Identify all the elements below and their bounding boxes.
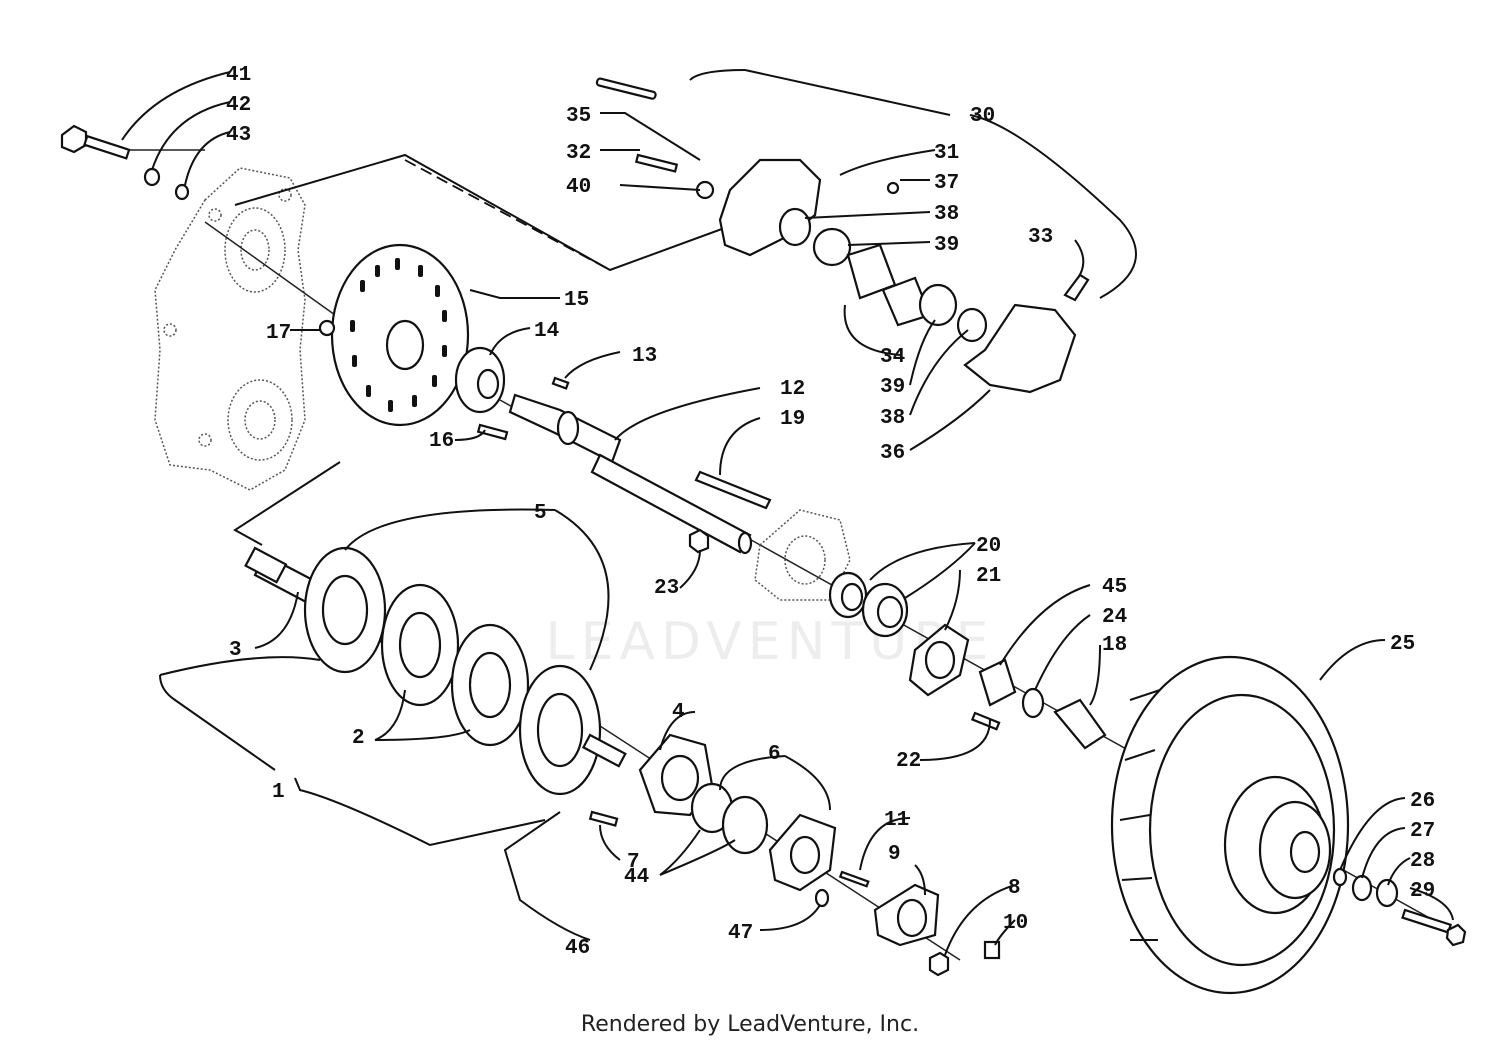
- callout-44: 44: [624, 866, 649, 889]
- callout-35: 35: [566, 105, 591, 128]
- splined-shaft: [508, 376, 622, 464]
- callout-33: 33: [1028, 226, 1053, 249]
- callout-45: 45: [1102, 576, 1127, 599]
- footer-credit: Rendered by LeadVenture, Inc.: [580, 1012, 920, 1037]
- callout-46: 46: [565, 937, 590, 960]
- callout-6: 6: [768, 743, 781, 766]
- callout-32: 32: [566, 142, 591, 165]
- alignment-dashed-lines: [233, 153, 761, 546]
- callout-12: 12: [780, 378, 805, 401]
- callout-47: 47: [728, 922, 753, 945]
- callout-5: 5: [534, 502, 547, 525]
- callout-28: 28: [1410, 850, 1435, 873]
- flange-21: [908, 623, 1001, 731]
- callout-21: 21: [976, 565, 1001, 588]
- callout-2: 2: [352, 727, 365, 750]
- bearing-flange-4: [588, 733, 837, 892]
- callout-9: 9: [888, 843, 901, 866]
- callout-13: 13: [632, 345, 657, 368]
- callout-7: 7: [627, 851, 640, 874]
- washers-26-28: [1332, 867, 1467, 947]
- brake-disc-15: [330, 243, 470, 427]
- bearing-cup-9: [814, 870, 1001, 977]
- callout-8: 8: [1008, 877, 1021, 900]
- bearings-20: [828, 571, 909, 638]
- callout-17: 17: [266, 322, 291, 345]
- callout-14: 14: [534, 320, 559, 343]
- callout-11: 11: [884, 809, 909, 832]
- callout-25: 25: [1390, 633, 1415, 656]
- nut-23: [688, 528, 710, 554]
- callout-40: 40: [566, 176, 591, 199]
- callout-16: 16: [429, 430, 454, 453]
- callout-26: 26: [1410, 790, 1435, 813]
- hub-14: [318, 319, 509, 441]
- callout-31: 31: [934, 142, 959, 165]
- callout-36: 36: [880, 442, 905, 465]
- callout-41: 41: [226, 64, 251, 87]
- leader-lines: [121, 69, 1454, 956]
- callout-30: 30: [970, 105, 995, 128]
- callout-24: 24: [1102, 606, 1127, 629]
- caliper-assembly-30: [595, 77, 1090, 394]
- callout-43: 43: [226, 124, 251, 147]
- sleeve-12: [590, 453, 772, 555]
- callout-34: 34: [880, 346, 905, 369]
- callout-22: 22: [896, 750, 921, 773]
- callout-42: 42: [226, 94, 251, 117]
- callout-20: 20: [976, 535, 1001, 558]
- callout-19: 19: [780, 408, 805, 431]
- callout-39-top: 39: [934, 234, 959, 257]
- callout-4: 4: [672, 701, 685, 724]
- callout-39-bottom: 39: [880, 376, 905, 399]
- callout-15: 15: [564, 289, 589, 312]
- chaincase-housing: [154, 167, 306, 491]
- callout-29: 29: [1410, 880, 1435, 903]
- callout-38-bottom: 38: [880, 407, 905, 430]
- callout-23: 23: [654, 577, 679, 600]
- callout-3: 3: [229, 639, 242, 662]
- driven-wheel-25: [1110, 655, 1350, 995]
- callout-10: 10: [1003, 912, 1028, 935]
- drive-shaft-sprockets: [244, 546, 627, 796]
- callout-27: 27: [1410, 820, 1435, 843]
- callout-38-top: 38: [934, 203, 959, 226]
- callout-numbers: 41 42 43 35 30 32 31 40 37 38 39 33 15 1…: [226, 64, 1435, 960]
- callout-37: 37: [934, 172, 959, 195]
- callout-18: 18: [1102, 634, 1127, 657]
- callout-1: 1: [272, 781, 285, 804]
- spacers: [978, 658, 1107, 750]
